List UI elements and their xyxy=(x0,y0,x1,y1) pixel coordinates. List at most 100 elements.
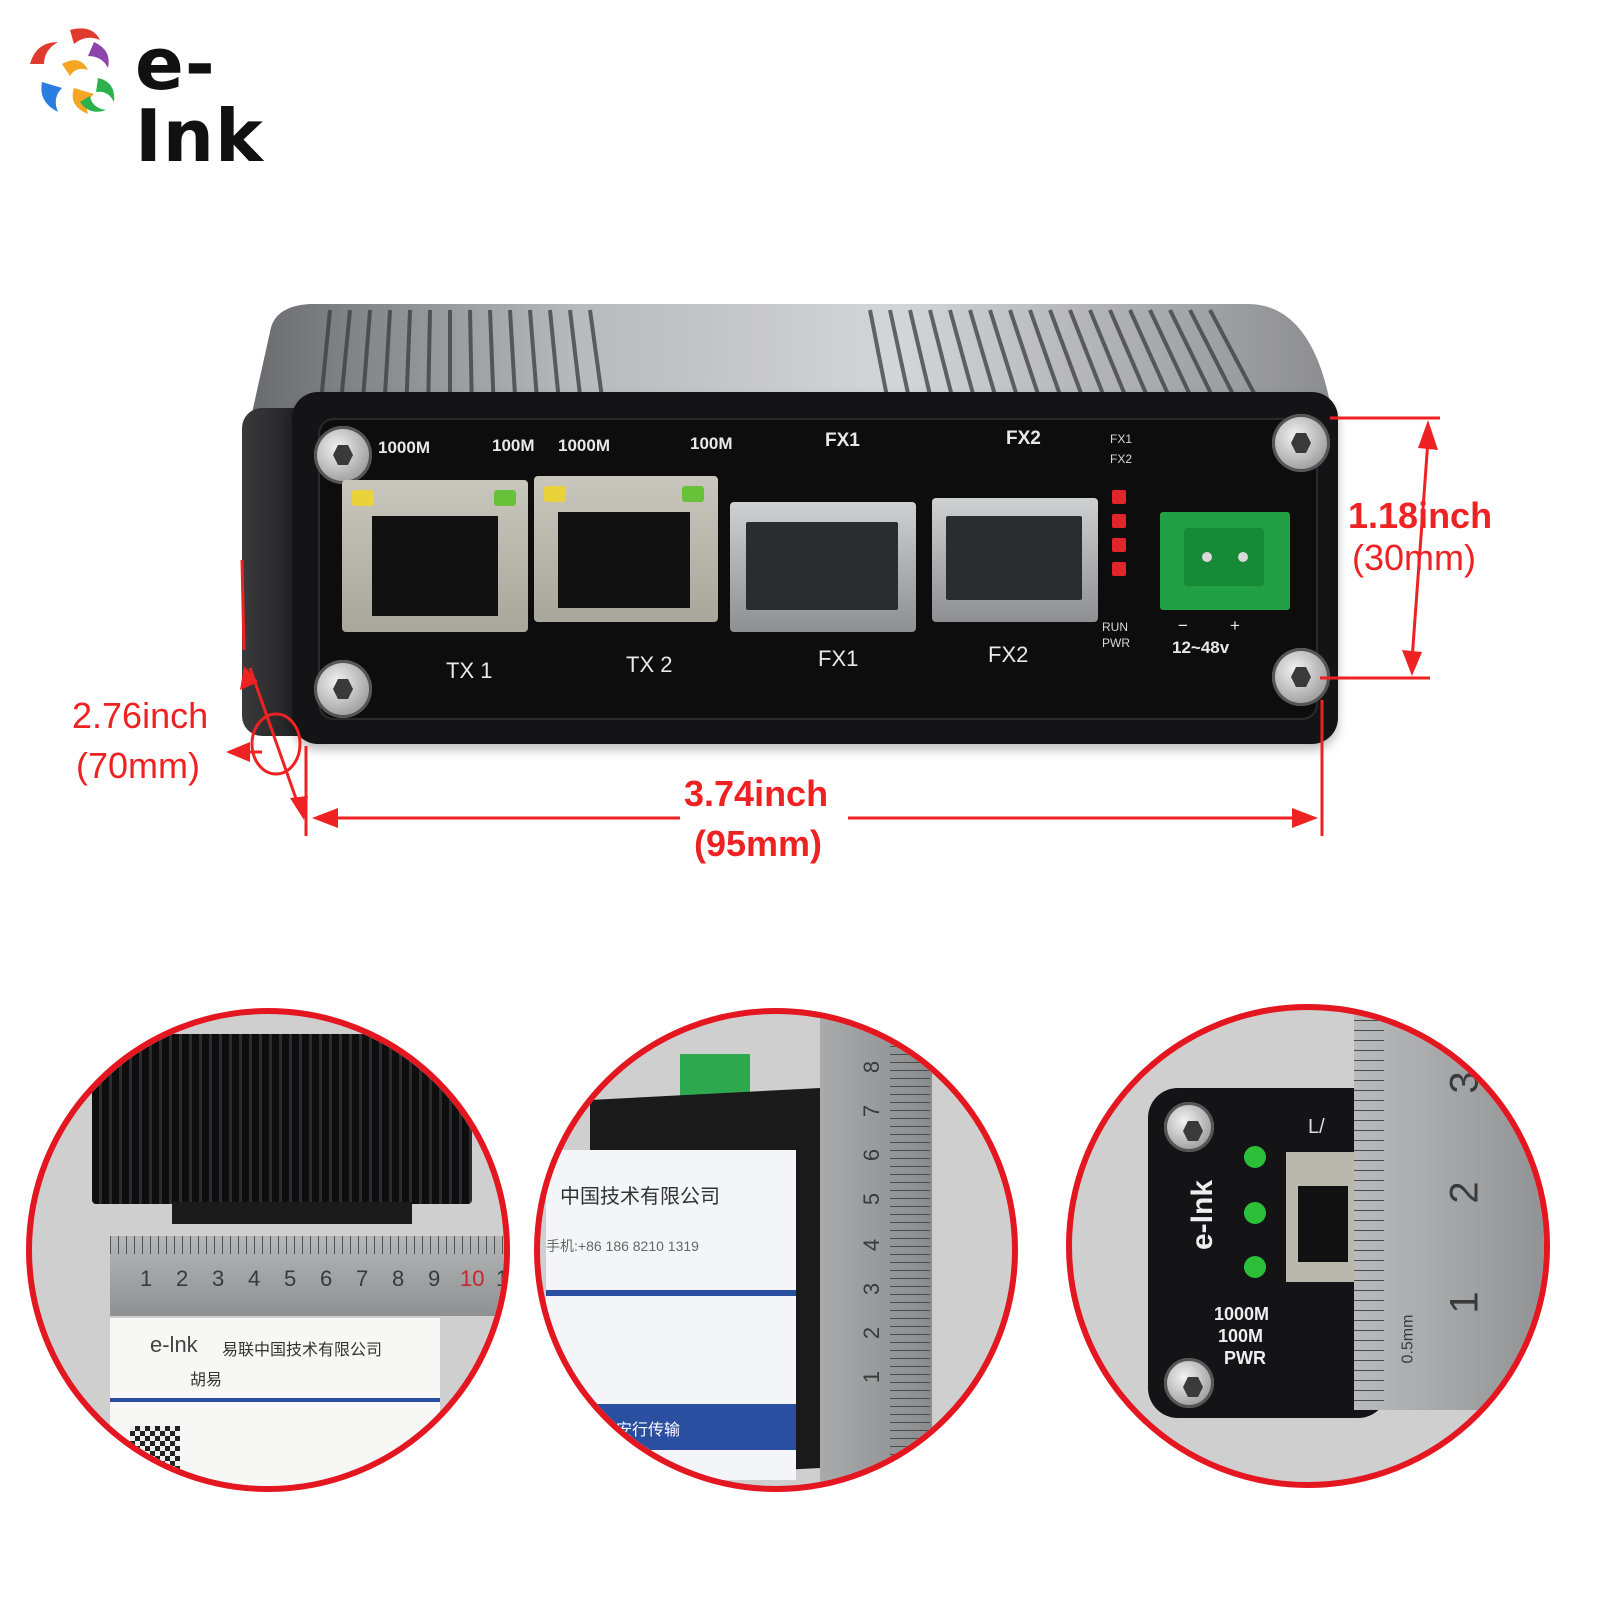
ruler-number: 8 xyxy=(859,1060,885,1074)
screw-bottom-left-icon xyxy=(314,660,372,718)
rj45-socket xyxy=(372,516,498,616)
card-phone: 手机:+86 186 8210 1319 xyxy=(546,1238,699,1254)
sfp-port-fx2[interactable] xyxy=(932,498,1098,622)
led-red-fx1 xyxy=(1112,490,1126,504)
terminal-block-top xyxy=(680,1054,750,1098)
detail-photo-right: e-lnk L/ 1000M 100M PWR 3 2 1 0.5mm xyxy=(1066,1004,1550,1488)
heatsink-fins xyxy=(92,1034,472,1204)
depth-mm-label: (70mm) xyxy=(76,745,200,786)
card-company: 中国技术有限公司 xyxy=(560,1186,720,1208)
ruler-number: 7 xyxy=(356,1266,369,1291)
ruler-number: 7 xyxy=(859,1104,885,1118)
ruler: 1 2 3 4 5 6 7 8 9 10 1 xyxy=(110,1236,509,1316)
led-label-fx2: FX2 xyxy=(1110,452,1133,466)
screw-top-right-icon xyxy=(1272,414,1330,472)
ruler-number: 1 xyxy=(1442,1291,1487,1314)
ruler-number: 1 xyxy=(140,1266,153,1291)
led-red-pwr xyxy=(1112,562,1126,576)
sfp-cage xyxy=(946,516,1082,600)
ruler-ticks xyxy=(1354,1010,1384,1410)
ruler-ticks xyxy=(110,1236,504,1254)
ruler: 3 2 1 0.5mm xyxy=(1354,1010,1544,1410)
qr-code-icon xyxy=(130,1426,180,1476)
led-green-1000m xyxy=(1244,1146,1266,1168)
rj45-port-tx1[interactable] xyxy=(342,480,528,632)
ruler-number: 8 xyxy=(392,1266,405,1291)
screw-top-left-icon xyxy=(314,426,372,484)
port-label: L/ xyxy=(1308,1116,1325,1138)
terminal-pin-minus xyxy=(1202,552,1212,562)
card-person-name: 胡易 xyxy=(190,1372,223,1389)
ruler-number: 3 xyxy=(1442,1071,1487,1094)
ruler-number: 2 xyxy=(176,1266,189,1291)
led-yellow xyxy=(352,490,374,506)
depth-inch-label: 2.76inch xyxy=(72,695,209,736)
ruler-ticks xyxy=(890,1014,930,1486)
terminal-voltage-label: 12~48v xyxy=(1172,638,1230,657)
height-mm-label: (30mm) xyxy=(1352,537,1476,578)
detail-photo-middle: 中国技术有限公司 手机:+86 186 8210 1319 安行传输 8 7 6… xyxy=(534,1008,1018,1492)
ruler-number: 2 xyxy=(1442,1181,1487,1204)
led-green-pwr xyxy=(1244,1256,1266,1278)
ruler-number: 4 xyxy=(859,1238,885,1252)
height-inch-label: 1.18inch xyxy=(1348,495,1493,536)
business-card: 中国技术有限公司 手机:+86 186 8210 1319 安行传输 xyxy=(546,1150,796,1480)
led-green xyxy=(682,486,704,502)
card-brand: e-lnk xyxy=(150,1332,198,1357)
screw-icon xyxy=(1164,1358,1214,1408)
port-label-fx1: FX1 xyxy=(818,646,859,671)
rj45-socket xyxy=(1298,1186,1348,1262)
port-label-fx2: FX2 xyxy=(988,642,1029,667)
ruler-number: 1 xyxy=(859,1370,885,1384)
ruler-number: 10 xyxy=(460,1266,485,1291)
port-label-tx1: TX 1 xyxy=(446,658,493,683)
brand-logo: e-Ink xyxy=(22,22,342,172)
brand-name: e-Ink xyxy=(135,22,264,178)
ruler-number: 3 xyxy=(859,1282,885,1296)
led-label-run: RUN xyxy=(1102,620,1128,634)
led-label-fx1: FX1 xyxy=(1110,432,1133,446)
label-tx2-100m: 100M xyxy=(690,434,733,453)
business-card: e-lnk 易联中国技术有限公司 胡易 xyxy=(110,1318,440,1486)
terminal-plus-label: + xyxy=(1230,616,1240,635)
rj45-socket xyxy=(558,512,690,608)
ruler-number: 5 xyxy=(284,1266,297,1291)
rj45-port-tx2[interactable] xyxy=(534,476,718,622)
ruler-number: 1 xyxy=(496,1266,509,1291)
led-green-100m xyxy=(1244,1202,1266,1224)
ruler-number: 4 xyxy=(248,1266,261,1291)
led-red-fx2 xyxy=(1112,514,1126,528)
led-label-1000m: 1000M xyxy=(1214,1304,1270,1324)
brand-swirl-icon xyxy=(30,28,115,114)
ruler-number: 6 xyxy=(320,1266,333,1291)
card-slogan: 安行传输 xyxy=(616,1422,681,1439)
label-tx2-1000m: 1000M xyxy=(558,436,610,455)
card-stripe xyxy=(546,1290,796,1296)
screw-icon xyxy=(1164,1102,1214,1152)
power-terminal-block[interactable] xyxy=(1160,512,1290,610)
led-green xyxy=(494,490,516,506)
detail-photo-left: 1 2 3 4 5 6 7 8 9 10 1 e-lnk 易联中国技术有限公司 … xyxy=(26,1008,510,1492)
label-tx1-100m: 100M xyxy=(492,436,535,455)
card-stripe xyxy=(110,1398,440,1402)
sfp-cage xyxy=(746,522,898,610)
card-footer: 安行传输 xyxy=(546,1404,796,1450)
label-fx2-top: FX2 xyxy=(1006,428,1041,449)
width-inch-label: 3.74inch xyxy=(684,773,829,814)
ruler-number: 6 xyxy=(859,1148,885,1162)
width-mm-label: (95mm) xyxy=(694,823,823,864)
port-label-tx2: TX 2 xyxy=(626,652,673,677)
device-side-panel: e-lnk L/ 1000M 100M PWR xyxy=(1148,1088,1388,1418)
led-label-pwr: PWR xyxy=(1102,636,1130,650)
led-yellow xyxy=(544,486,566,502)
ruler-number: 3 xyxy=(212,1266,225,1291)
terminal-pin-plus xyxy=(1238,552,1248,562)
label-fx1-top: FX1 xyxy=(825,430,860,451)
led-red-run xyxy=(1112,538,1126,552)
led-label-100m: 100M xyxy=(1218,1326,1264,1346)
ruler: 8 7 6 5 4 3 2 1 xyxy=(820,1014,932,1486)
rj45-port xyxy=(1286,1152,1356,1282)
dimension-lines xyxy=(226,416,1440,836)
ruler-number: 5 xyxy=(859,1192,885,1206)
sfp-port-fx1[interactable] xyxy=(730,502,916,632)
